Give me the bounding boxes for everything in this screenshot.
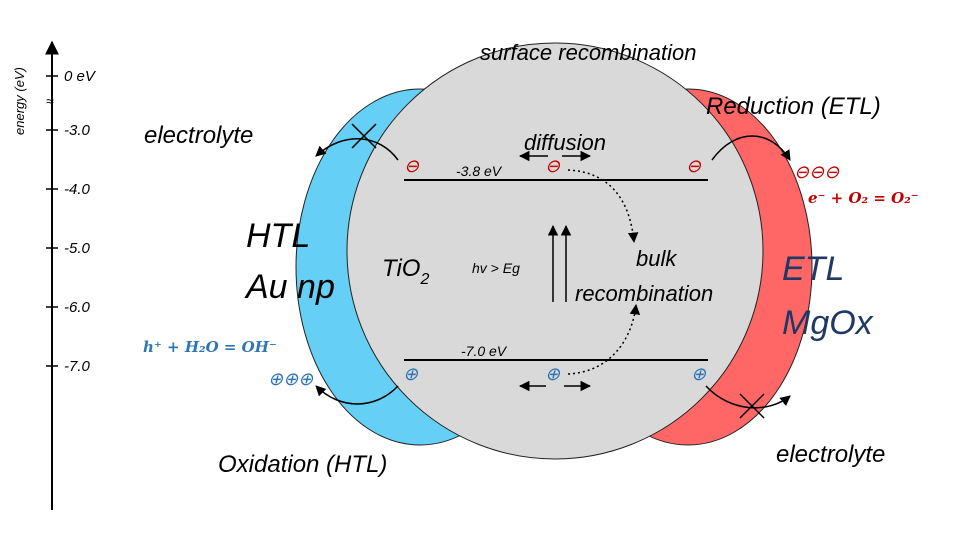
hole-htl-side: ⊕: [403, 364, 419, 384]
electron-htl-side: ⊖: [404, 156, 420, 176]
tick-label-4: -4.0: [64, 181, 91, 198]
axis-break-symbol: ≈: [46, 93, 54, 109]
tick-label-6: -6.0: [64, 299, 91, 316]
electron-center: ⊖: [545, 156, 561, 176]
mgox-label: MgOx: [782, 304, 874, 342]
tio2-label: TiO2: [382, 255, 429, 288]
tick-label-3: -3.0: [64, 122, 91, 139]
block-cross-top-b: [351, 123, 377, 149]
holes-cluster: ⊕⊕⊕: [268, 369, 314, 389]
electrolyte-bottom-label: electrolyte: [776, 441, 885, 468]
tick-label-5: -5.0: [64, 240, 91, 257]
electrolyte-top-label: electrolyte: [144, 122, 253, 149]
surface-recombination-label: surface recombination: [480, 40, 696, 65]
hole-etl-side: ⊕: [691, 364, 707, 384]
hole-center: ⊕: [545, 364, 561, 384]
bulk-recomb-path-electron: [567, 169, 639, 244]
tick-label-0: 0 eV: [64, 68, 97, 85]
htl-label: HTL: [246, 217, 310, 255]
tick-label-7: -7.0: [64, 358, 91, 375]
reduction-label: Reduction (ETL): [706, 93, 881, 120]
electrons-cluster: ⊖⊖⊖: [794, 162, 840, 182]
etl-hole-blocked-arrow: [705, 385, 791, 409]
diffusion-label: diffusion: [524, 130, 606, 155]
oxidation-label: Oxidation (HTL): [218, 451, 387, 478]
oxidation-arrow: [315, 385, 399, 405]
bulk-label: bulk: [636, 246, 677, 271]
electron-etl-side: ⊖: [686, 156, 702, 176]
hv-eg-label: hv > Eg: [472, 260, 520, 276]
oxidation-equation: h⁺ + H₂O = OH⁻: [143, 338, 277, 356]
reduction-equation: e⁻ + O₂ = O₂⁻: [808, 189, 919, 207]
vb-energy-label: -7.0 eV: [461, 343, 508, 359]
block-cross-bottom-b: [739, 393, 765, 419]
energy-axis-label: energy (eV): [12, 67, 27, 135]
reduction-arrow: [711, 135, 791, 161]
etl-label: ETL: [782, 250, 844, 288]
au-np-label: Au np: [244, 268, 335, 306]
cb-energy-label: -3.8 eV: [456, 163, 503, 179]
recombination-label: recombination: [575, 281, 713, 306]
tio2-particle: [346, 42, 764, 460]
